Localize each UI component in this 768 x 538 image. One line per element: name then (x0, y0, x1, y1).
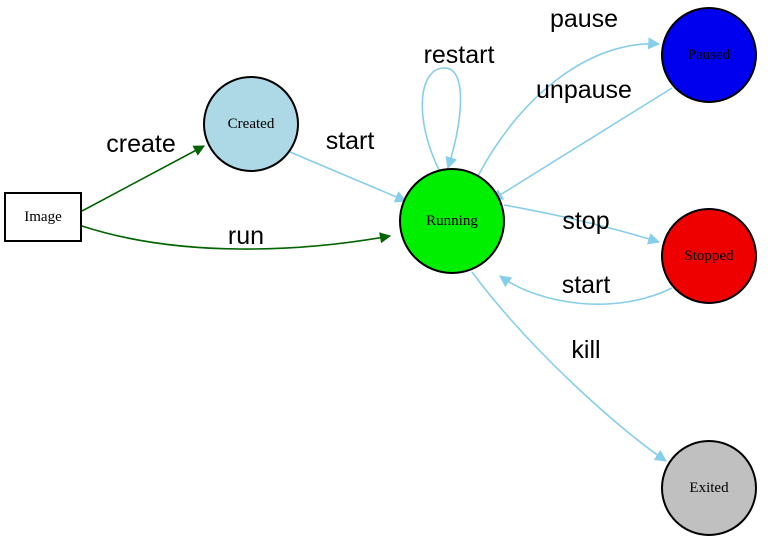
edge-label-start-created: start (326, 127, 375, 155)
edge-unpause-path (490, 87, 673, 201)
nodes-layer: Image Created Running Paused Stopped Exi (4, 7, 757, 536)
edge-kill-path (471, 271, 667, 462)
node-exited[interactable]: Exited (661, 440, 757, 536)
node-image-label: Image (24, 209, 62, 225)
node-paused-circle[interactable] (661, 7, 757, 103)
node-created-circle[interactable] (203, 76, 299, 172)
edge-label-restart: restart (424, 41, 495, 69)
edge-labels-layer: create run start restart pause unpause s… (106, 5, 632, 364)
node-stopped-label: Stopped (684, 248, 734, 264)
node-stopped[interactable]: Stopped (661, 208, 757, 304)
edges-layer (81, 37, 673, 462)
edge-start-created-path (289, 151, 408, 203)
edge-run-path (81, 225, 392, 250)
edge-create-path (81, 145, 205, 212)
edge-restart-path (421, 67, 462, 173)
edge-label-run: run (228, 222, 264, 250)
node-exited-label: Exited (689, 480, 729, 496)
edge-label-create: create (106, 130, 175, 158)
node-paused[interactable]: Paused (661, 7, 757, 103)
edge-stop-path (503, 204, 661, 245)
edge-pause-path (477, 37, 661, 177)
edge-label-kill: kill (571, 336, 600, 364)
node-image[interactable]: Image (4, 192, 82, 242)
edge-label-stop: stop (562, 207, 609, 235)
node-paused-label: Paused (688, 47, 731, 63)
edge-label-pause: pause (550, 5, 618, 33)
node-exited-circle[interactable] (661, 440, 757, 536)
edge-label-start-stopped: start (562, 271, 611, 299)
node-running-circle[interactable] (399, 168, 505, 274)
node-running[interactable]: Running (399, 168, 505, 274)
edge-start-stopped-path (499, 275, 673, 305)
node-stopped-circle[interactable] (661, 208, 757, 304)
node-image-rect[interactable] (4, 192, 82, 242)
node-created[interactable]: Created (203, 76, 299, 172)
node-created-label: Created (228, 116, 275, 132)
edge-label-unpause: unpause (536, 76, 632, 104)
node-running-label: Running (426, 213, 478, 229)
